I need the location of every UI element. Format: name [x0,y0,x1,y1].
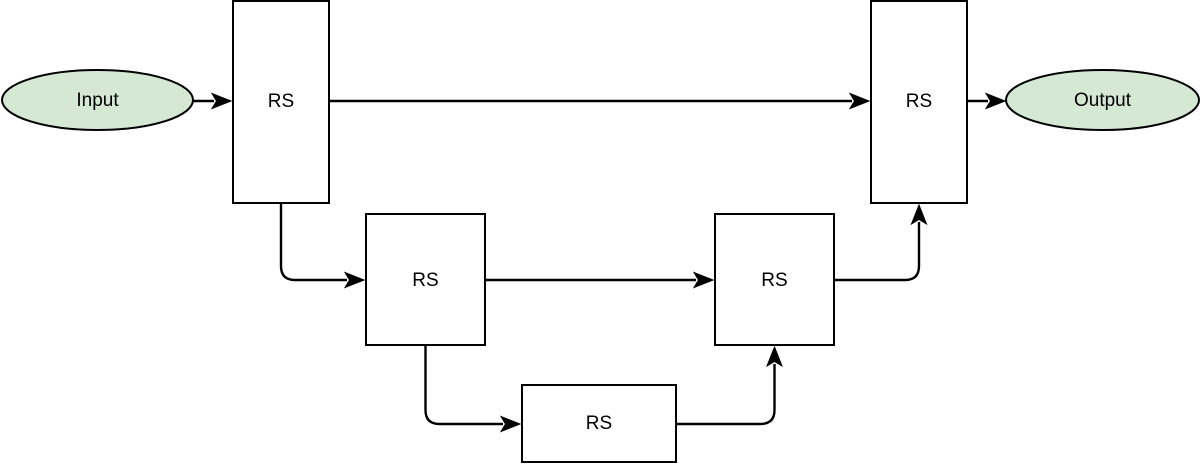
input-ellipse[interactable] [1,69,194,131]
node-rs-mid-left[interactable]: RS [365,213,486,346]
node-output[interactable]: Output [1005,69,1200,131]
edge-rs-mid-left-to-rs-bottom[interactable] [424,345,522,433]
edge-rs-bottom-to-rs-mid-right[interactable] [676,345,784,426]
node-input[interactable]: Input [1,69,194,131]
edge-rs-top-left-to-rs-mid-left[interactable] [279,203,366,289]
arrow-head-icon [848,92,871,110]
arrow-head-icon [765,345,784,368]
edge-rs-top-right-to-output[interactable] [967,92,1007,110]
rs-mid-right-box[interactable] [714,213,835,346]
edge-rs-mid-right-to-rs-top-right[interactable] [834,203,928,282]
node-rs-top-left[interactable]: RS [232,0,330,204]
arrow-head-icon [499,415,522,433]
edge-layer [193,92,1007,433]
arrow-head-icon [984,92,1007,110]
node-rs-top-right[interactable]: RS [870,0,968,204]
node-rs-bottom[interactable]: RS [521,384,677,463]
arrow-head-icon [343,271,366,289]
rs-mid-left-box[interactable] [365,213,486,346]
arrow-head-icon [692,271,715,289]
arrow-head-icon [210,92,233,110]
output-ellipse[interactable] [1005,69,1200,131]
node-rs-mid-right[interactable]: RS [714,213,835,346]
rs-top-left-box[interactable] [232,0,330,204]
edge-input-to-rs-top-left[interactable] [193,92,233,110]
edge-rs-top-left-to-rs-top-right[interactable] [329,92,871,110]
arrow-head-icon [910,203,928,226]
rs-top-right-box[interactable] [870,0,968,204]
rs-bottom-box[interactable] [521,384,677,463]
edge-rs-mid-left-to-rs-mid-right[interactable] [485,271,715,289]
